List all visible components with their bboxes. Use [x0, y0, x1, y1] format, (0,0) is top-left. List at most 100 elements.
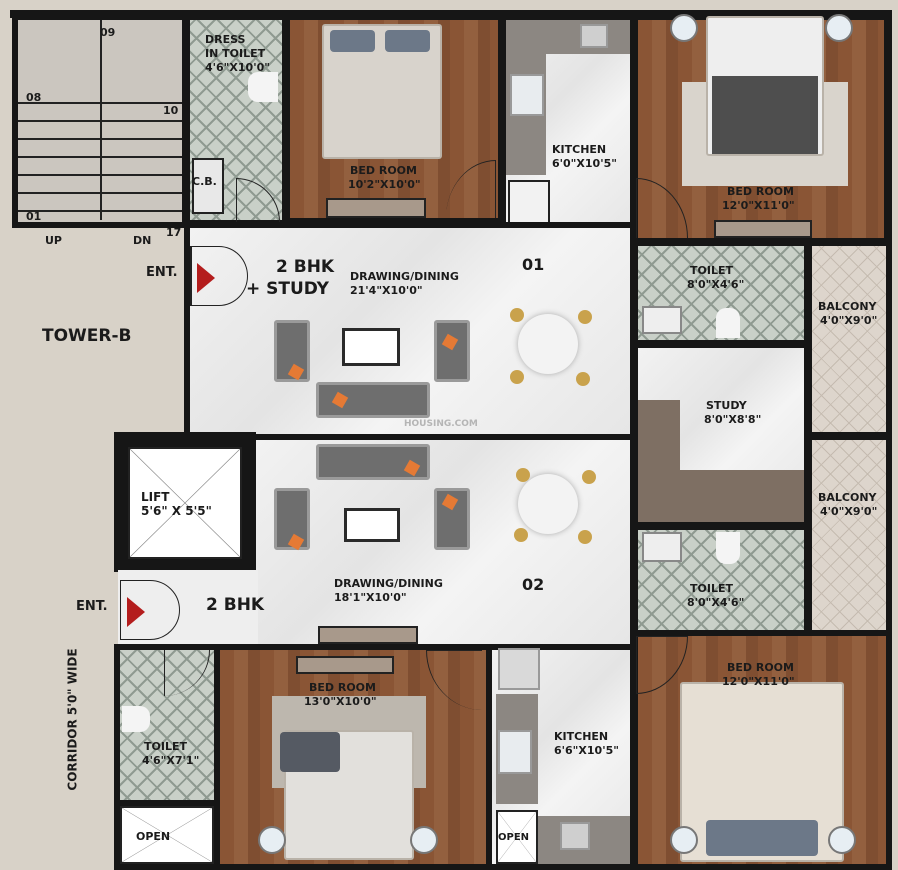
- stair-step: [18, 138, 182, 140]
- unit-number: 01: [522, 255, 545, 274]
- lift-size: 5'6" X 5'5": [141, 504, 212, 518]
- room-size: 10'2"X10'0": [348, 178, 421, 191]
- unit-number: 02: [522, 575, 545, 594]
- sink-icon: [560, 822, 590, 850]
- room-name: KITCHEN: [552, 143, 607, 156]
- side-table: [825, 14, 853, 42]
- pillow: [706, 820, 818, 856]
- toilet-bowl: [716, 308, 740, 338]
- entrance-label: ENT.: [146, 265, 178, 280]
- room-name: BED ROOM: [309, 681, 376, 694]
- watermark-logo: HOUSING.COM: [404, 419, 478, 429]
- room-name: BED ROOM: [350, 164, 417, 177]
- room-name: BALCONY: [818, 300, 877, 313]
- side-table: [670, 826, 698, 854]
- room-name: DRESS: [205, 33, 246, 46]
- unit-type-extra: + STUDY: [246, 279, 329, 299]
- side-table: [410, 826, 438, 854]
- coffee-table: [342, 328, 400, 366]
- open-label: OPEN: [498, 832, 530, 843]
- step-number: 17: [166, 226, 182, 239]
- stair-step: [18, 102, 182, 104]
- entrance-label: ENT.: [76, 599, 108, 614]
- stair-step: [18, 174, 182, 176]
- balcony-1: [806, 240, 892, 438]
- room-size: 4'6"X10'0": [205, 61, 270, 74]
- room-name: IN TOILET: [205, 47, 266, 60]
- dining-table: [518, 314, 578, 374]
- room-name: BED ROOM: [727, 185, 794, 198]
- stair-step: [18, 120, 182, 122]
- room-name: DRAWING/DINING: [334, 577, 443, 590]
- chair: [516, 468, 530, 482]
- open-shaft: [120, 806, 214, 864]
- room-size: 4'6"X7'1": [142, 754, 200, 767]
- lift-label: LIFT: [141, 490, 170, 504]
- step-number: 08: [26, 91, 42, 104]
- stair-step: [18, 210, 182, 212]
- chair: [510, 308, 524, 322]
- side-table: [258, 826, 286, 854]
- tv-unit: [318, 626, 418, 644]
- dress-in-toilet: [184, 14, 288, 226]
- stair-up-label: UP: [45, 234, 62, 247]
- room-size: 18'1"X10'0": [334, 591, 407, 604]
- room-size: 6'0"X10'5": [552, 157, 617, 170]
- step-number: 09: [100, 26, 116, 39]
- wash-basin: [642, 306, 682, 334]
- chair: [578, 530, 592, 544]
- entrance-door[interactable]: [190, 246, 248, 306]
- chair: [514, 528, 528, 542]
- room-name: KITCHEN: [554, 730, 609, 743]
- sink-icon: [580, 24, 608, 48]
- wash-basin: [642, 532, 682, 562]
- staircase: [12, 14, 188, 228]
- room-name: DRAWING/DINING: [350, 270, 459, 283]
- toilet-bowl: [122, 706, 150, 732]
- cb-label: C.B.: [192, 175, 217, 188]
- chair: [576, 372, 590, 386]
- cb-cabinet: [192, 158, 224, 214]
- toilet-bowl: [248, 72, 278, 102]
- step-number: 01: [26, 210, 42, 223]
- room-name: TOILET: [690, 264, 733, 277]
- blanket: [712, 76, 818, 154]
- unit-type: 2 BHK: [276, 257, 335, 277]
- fridge: [508, 180, 550, 224]
- dining-table: [518, 474, 578, 534]
- entrance-arrow-icon: [127, 597, 145, 627]
- chair: [582, 470, 596, 484]
- room-name: BED ROOM: [727, 661, 794, 674]
- room-size: 12'0"X11'0": [722, 675, 795, 688]
- stove-icon: [510, 74, 544, 116]
- wardrobe: [296, 656, 394, 674]
- entrance-door[interactable]: [120, 580, 180, 640]
- entrance-arrow-icon: [197, 263, 215, 293]
- chair: [510, 370, 524, 384]
- room-size: 8'0"X4'6": [687, 278, 745, 291]
- lift: [128, 447, 242, 559]
- room-size: 12'0"X11'0": [722, 199, 795, 212]
- toilet-bowl: [716, 532, 740, 564]
- fridge: [498, 648, 540, 690]
- stove-icon: [498, 730, 532, 774]
- side-table: [670, 14, 698, 42]
- unit-type: 2 BHK: [206, 595, 265, 615]
- corridor-label: CORRIDOR 5'0" WIDE: [65, 648, 80, 791]
- open-label: OPEN: [136, 830, 171, 843]
- room-name: TOILET: [144, 740, 187, 753]
- room-size: 4'0"X9'0": [820, 314, 878, 327]
- room-size: 21'4"X10'0": [350, 284, 423, 297]
- stair-step: [18, 156, 182, 158]
- room-size: 8'0"X4'6": [687, 596, 745, 609]
- room-size: 4'0"X9'0": [820, 505, 878, 518]
- stair-step: [18, 192, 182, 194]
- wardrobe: [326, 198, 426, 218]
- pillow: [385, 30, 430, 52]
- tower-label: TOWER-B: [42, 326, 132, 346]
- room-name: TOILET: [690, 582, 733, 595]
- pillow: [330, 30, 375, 52]
- stair-down-label: DN: [133, 234, 152, 247]
- room-size: 13'0"X10'0": [304, 695, 377, 708]
- sofa: [434, 320, 470, 382]
